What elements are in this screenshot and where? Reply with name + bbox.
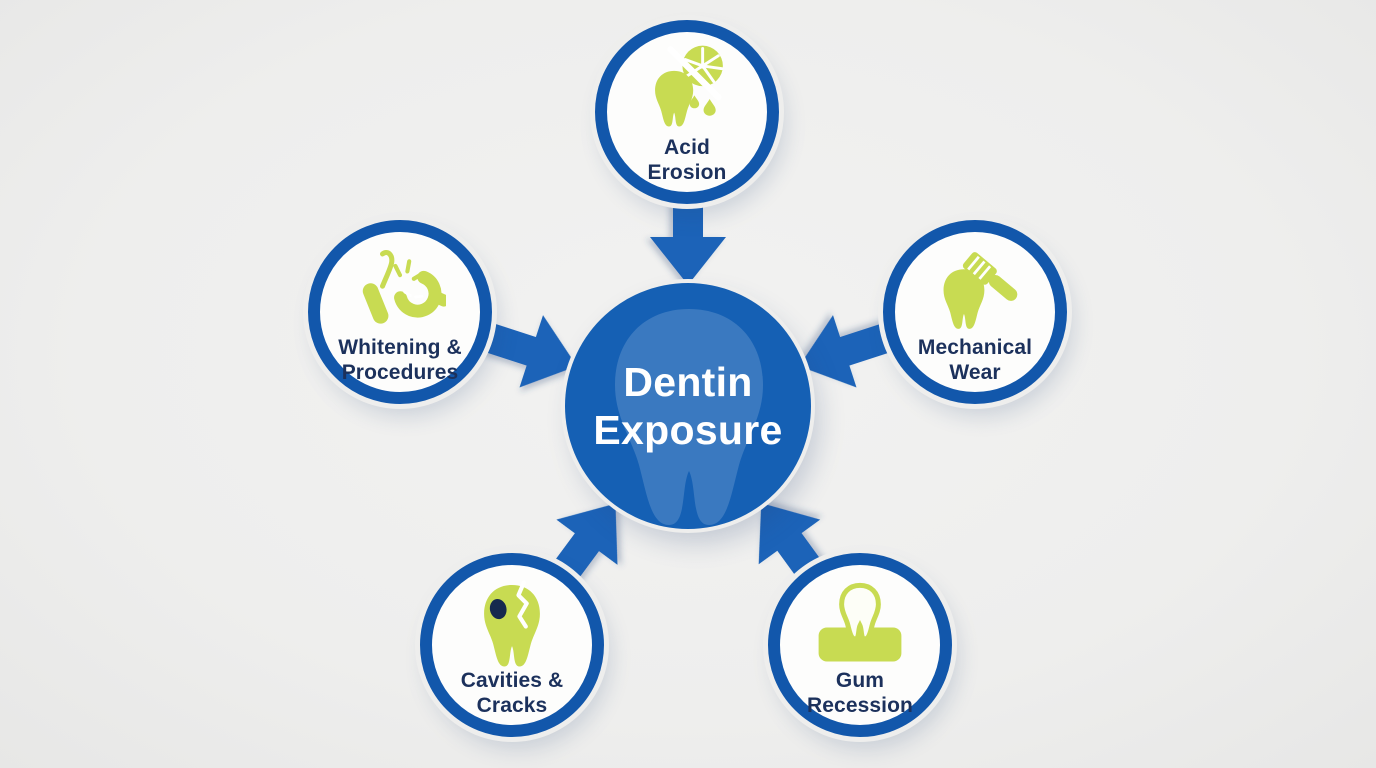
node-label-mechanical-wear: Mechanical Wear (917, 336, 1033, 384)
arrow-acid-erosion-to-hub (650, 190, 726, 285)
node-cavities-cracks: Cavities & Cracks (420, 553, 604, 737)
node-mechanical-wear: Mechanical Wear (883, 220, 1067, 404)
node-label-whitening-procedures: Whitening & Procedures (338, 336, 462, 384)
tooth-lemon-acid-icon (655, 45, 724, 127)
hub-dentin-exposure: Dentin Exposure (565, 283, 811, 529)
tooth-toothbrush-icon (943, 252, 1018, 330)
cracked-tooth-cavity-icon (484, 580, 540, 667)
node-label-acid-erosion: Acid Erosion (647, 136, 727, 184)
node-gum-recession: Gum Recession (768, 553, 952, 737)
node-whitening-procedures: Whitening & Procedures (308, 220, 492, 404)
arrow-mechanical-wear-to-hub (799, 315, 903, 388)
tooth-gum-icon (818, 575, 902, 662)
arrow-whitening-to-hub (473, 315, 577, 388)
hub-label: Dentin Exposure (593, 358, 783, 453)
node-acid-erosion: Acid Erosion (595, 20, 779, 204)
dental-probe-tray-icon (362, 250, 446, 324)
node-label-gum-recession: Gum Recession (807, 669, 913, 717)
node-label-cavities-cracks: Cavities & Cracks (460, 669, 564, 717)
